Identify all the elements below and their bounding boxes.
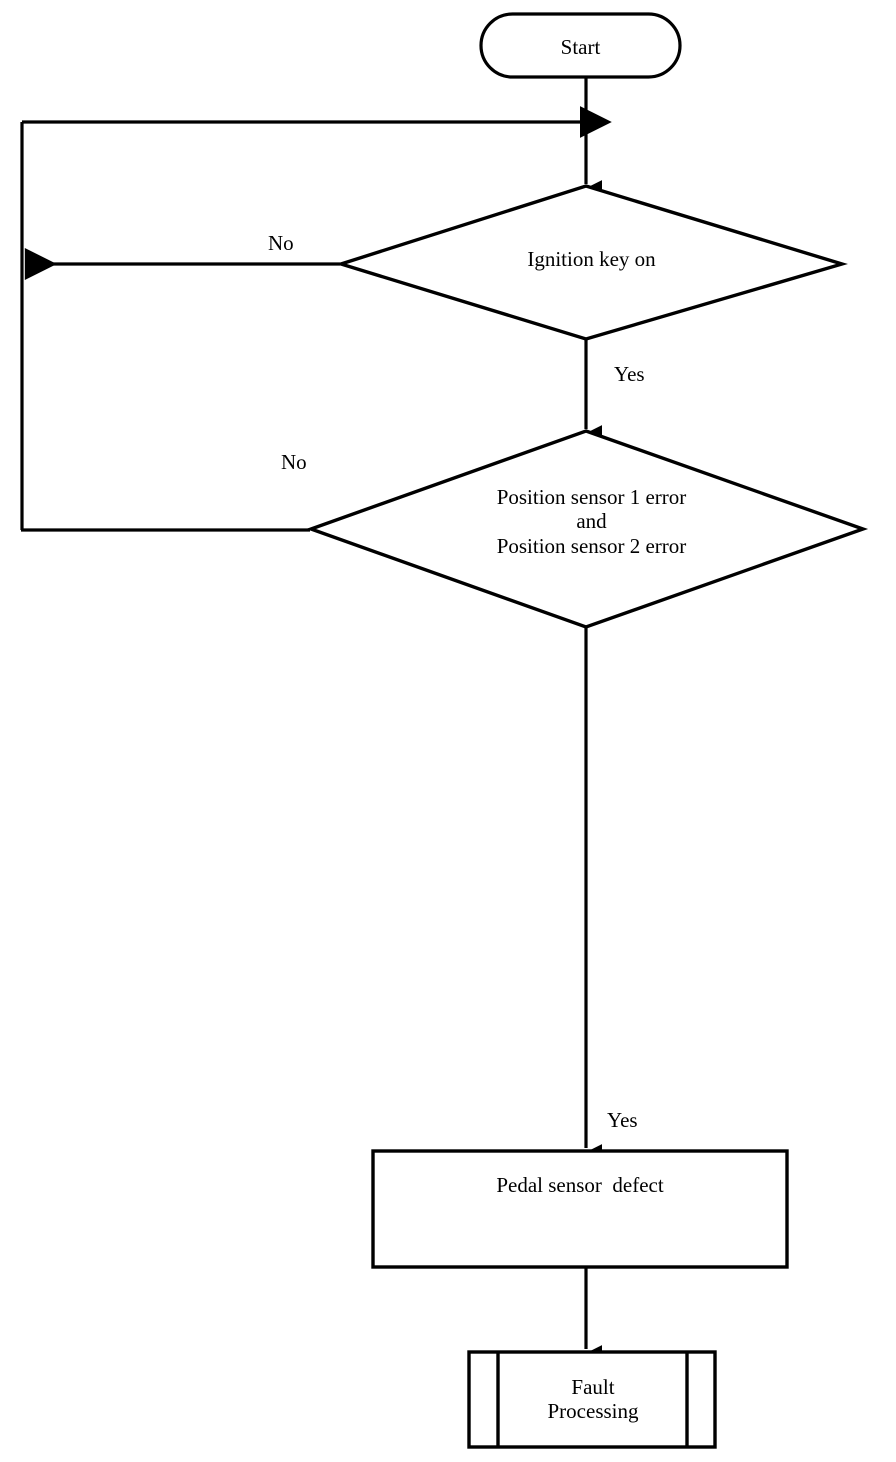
ignition-decision-shape	[335, 184, 848, 341]
fault-processing-shape	[467, 1350, 717, 1449]
edge-label-sensors-yes: Yes	[607, 1108, 638, 1132]
pedal-defect-process-shape	[371, 1149, 789, 1269]
start-terminator-shape	[479, 12, 682, 79]
edge-label-ignition-no: No	[268, 231, 294, 255]
edge-label-ignition-yes: Yes	[614, 362, 645, 386]
sensors-decision-shape	[305, 429, 869, 629]
edge-label-sensors-no: No	[281, 450, 307, 474]
